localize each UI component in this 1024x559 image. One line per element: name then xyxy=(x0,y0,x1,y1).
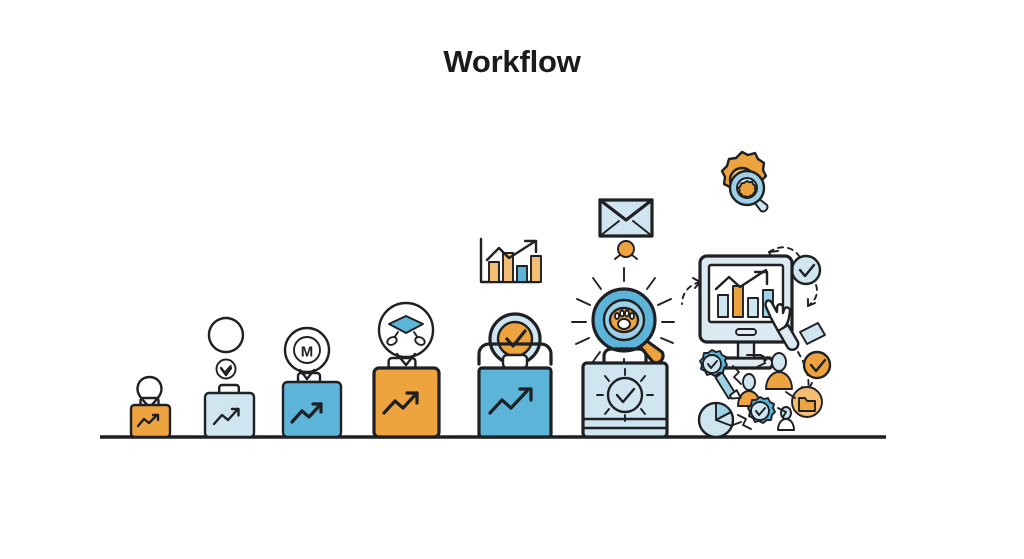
stage-1 xyxy=(129,375,172,439)
briefcase-3 xyxy=(281,380,343,439)
briefcase-5-handle xyxy=(477,342,553,370)
check-circle-icon-blue xyxy=(790,254,822,286)
stage-3: M xyxy=(281,326,343,439)
briefcase-2 xyxy=(203,391,256,439)
pie-chart-icon xyxy=(697,401,735,439)
stage-2 xyxy=(203,316,256,439)
check-circle-badge-icon xyxy=(207,316,245,380)
letter-m-label: M xyxy=(301,344,314,361)
pen-icon xyxy=(714,371,742,400)
page-title: Workflow xyxy=(443,44,581,79)
stage-6 xyxy=(571,198,675,439)
stage-7 xyxy=(681,150,832,439)
hand-cursor-icon xyxy=(764,299,800,351)
magnifier-paw-icon xyxy=(591,287,657,353)
user-avatar-icon xyxy=(614,240,638,260)
cluster-connectors xyxy=(732,354,796,430)
check-circle-target-icon xyxy=(488,312,542,366)
user-card-icon-tiny xyxy=(777,406,795,431)
briefcase-4 xyxy=(372,366,441,439)
bottom-icon-cluster xyxy=(697,322,832,439)
briefcase-6 xyxy=(581,361,669,439)
stage-4 xyxy=(372,301,441,439)
gear-check-badge-icon-2 xyxy=(747,396,776,424)
gear-check-badge-icon xyxy=(699,349,728,377)
gear-magnifier-icon xyxy=(720,150,769,213)
magnifier-rays xyxy=(571,267,675,372)
sun-check-icon xyxy=(596,368,654,422)
bar-chart-growth-icon xyxy=(479,237,542,284)
tilted-card-icon xyxy=(799,322,826,345)
briefcase-6-handle xyxy=(602,347,648,365)
user-card-icon xyxy=(765,352,793,390)
briefcase-1 xyxy=(129,403,172,439)
stage-5 xyxy=(477,237,553,439)
letter-m-badge-icon: M xyxy=(283,326,331,381)
briefcase-5 xyxy=(477,366,553,439)
envelope-icon xyxy=(598,198,654,238)
folder-badge-icon xyxy=(791,386,823,418)
network-node-badge-icon xyxy=(377,301,435,367)
check-circle-icon-orange xyxy=(802,350,832,380)
